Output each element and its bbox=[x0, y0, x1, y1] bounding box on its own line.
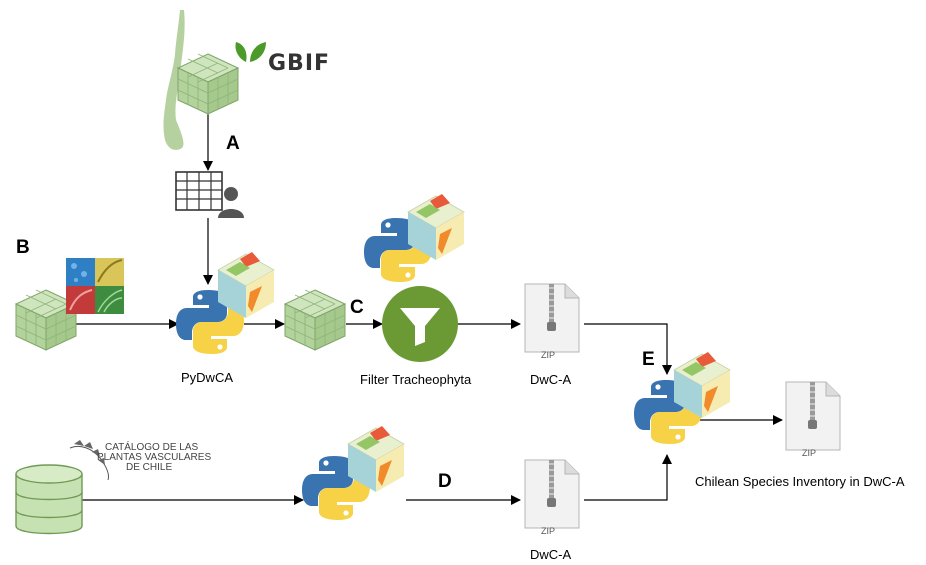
zip-badge-bottom: ZIP bbox=[541, 526, 555, 536]
chile-map-icon bbox=[163, 10, 185, 150]
catalog-title-line2: PLANTAS VASCULARES bbox=[97, 452, 211, 463]
database-icon bbox=[15, 464, 83, 535]
zip-file-icon bbox=[785, 381, 841, 451]
output-label: Chilean Species Inventory in DwC-A bbox=[695, 474, 905, 489]
dwca-top-label: DwC-A bbox=[530, 372, 571, 387]
catalog-title-line3: DE CHILE bbox=[126, 462, 172, 473]
gbif-label: GBIF bbox=[268, 51, 330, 76]
gbif-logo-icon bbox=[235, 42, 266, 62]
zip-file-icon bbox=[524, 283, 580, 353]
pydwca-label: PyDwCA bbox=[181, 370, 233, 385]
filter-funnel-icon bbox=[382, 286, 458, 362]
zip-file-icon bbox=[524, 459, 580, 529]
zip-badge-top: ZIP bbox=[541, 350, 555, 360]
image-mosaic-icon bbox=[66, 258, 124, 314]
step-e-label: E bbox=[642, 349, 655, 370]
step-d-label: D bbox=[438, 471, 452, 492]
flow-arrows bbox=[76, 112, 783, 505]
arrow-zip-to-merge bbox=[584, 323, 672, 375]
cube-icon bbox=[284, 289, 346, 351]
plant-drawing-icon bbox=[69, 440, 109, 481]
step-b-label: B bbox=[16, 237, 30, 258]
catalog-title-line1: CATÁLOGO DE LAS bbox=[105, 440, 199, 453]
step-c-label: C bbox=[350, 297, 364, 318]
zip-badge-output: ZIP bbox=[802, 448, 816, 458]
step-a-label: A bbox=[226, 133, 240, 154]
dwca-bottom-label: DwC-A bbox=[530, 547, 571, 562]
gbif-cube-icon bbox=[177, 53, 239, 115]
arrow-zip-bottom-to-merge bbox=[584, 454, 672, 501]
filter-label: Filter Tracheophyta bbox=[360, 372, 472, 387]
table-user-icon bbox=[175, 171, 244, 218]
